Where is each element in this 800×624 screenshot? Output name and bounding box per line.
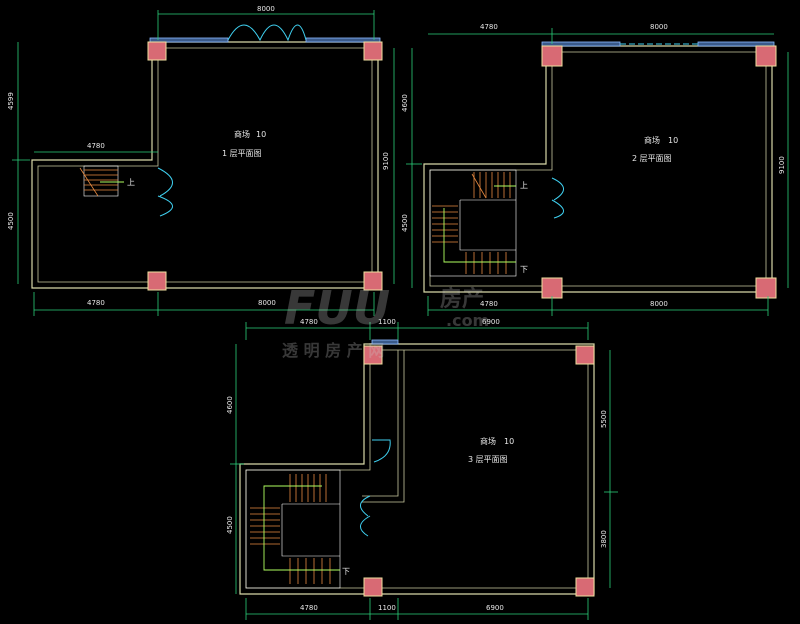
plan-1-dim-right-label: 9100 (382, 152, 390, 170)
plan-2-dim-right-label: 9100 (778, 156, 786, 174)
plan-1-column (147, 41, 167, 61)
plan-1-window-left (149, 37, 229, 43)
plan-3-dim-top-label: 6900 (482, 318, 500, 326)
plan-2-stair-down: 下 (520, 265, 528, 274)
plan-2-inner-wall (429, 51, 767, 287)
plan-2-dim-left-label: 4600 (401, 94, 409, 112)
plan-3-outer-wall (239, 343, 595, 595)
plan-2-window-left (541, 41, 621, 47)
plan-3-dim-top-label: 4780 (300, 318, 318, 326)
plan-2-column (541, 277, 563, 299)
watermark-brand: 房产 (440, 286, 484, 312)
plan-1-stair-label: 上 (127, 178, 135, 187)
plan-1-dim-left-label: 4599 (7, 92, 15, 110)
plan-3-inner-door (372, 439, 391, 463)
plan-3-dim-left-label: 4500 (226, 516, 234, 534)
plan-1-dim-left-label: 4500 (7, 212, 15, 230)
plan-3-inner-wall (245, 349, 589, 589)
plan-3-side-door (360, 495, 371, 537)
plan-1-column (363, 41, 383, 61)
plan-3-room-count: 10 (504, 437, 514, 446)
plan-3-dim-bottom-label: 6900 (486, 604, 504, 612)
plan-3-column (575, 345, 595, 365)
plan-3-column (363, 345, 383, 365)
plan-1-dim-bottom-label: 4780 (87, 299, 105, 307)
plan-3-stair-down: 下 (342, 567, 350, 576)
plan-3-dim-top-label: 1100 (378, 318, 396, 326)
watermark-logo: FUU (284, 281, 390, 335)
plan-2-column (755, 277, 777, 299)
plan-3-partition (362, 350, 405, 503)
watermark-site: 透 明 房 产 网 (282, 341, 384, 360)
plan-3-column (575, 577, 595, 597)
plan-1-inner-wall (37, 47, 373, 283)
plan-1-side-door (157, 167, 173, 217)
plan-2-stair (429, 169, 517, 277)
plan-2-dim-bottom-label: 4780 (480, 300, 498, 308)
plan-2-column (541, 45, 563, 67)
plan-2-column (755, 45, 777, 67)
plan-3-floor-title: 3 层平面图 (468, 455, 508, 464)
plan-2-floor-title: 2 层平面图 (632, 154, 672, 163)
plan-3-dim-bottom-label: 4780 (300, 604, 318, 612)
plan-1-floor-title: 1 层平面图 (222, 149, 262, 158)
plan-2-dim-top-label: 8000 (650, 23, 668, 31)
plan-1: 上 商场 10 1 层平面图 8000 4780 8000 4780 4599 … (7, 5, 395, 316)
watermark: FUU 房产 .com 透 明 房 产 网 (282, 281, 489, 360)
plan-2-dim-top-label: 4780 (480, 23, 498, 31)
plan-1-window-right (305, 37, 381, 43)
plan-2-window-right (697, 41, 775, 47)
plan-3-dim-right-label: 5500 (600, 410, 608, 428)
plan-1-room-name: 商场 (234, 129, 250, 139)
plan-1-column (363, 271, 383, 291)
plan-2-room-count: 10 (668, 136, 678, 145)
plan-1-outer-wall (31, 41, 379, 289)
plan-3-dim-right-label: 3800 (600, 530, 608, 548)
plan-3-dim-bottom-label: 1100 (378, 604, 396, 612)
plan-2-side-door (551, 177, 564, 219)
plan-2-room-name: 商场 (644, 135, 660, 145)
plan-2-dim-left-label: 4500 (401, 214, 409, 232)
plan-1-dim-top-label: 8000 (257, 5, 275, 13)
plan-1-stair (79, 165, 124, 197)
plan-3-window (371, 339, 399, 345)
plan-1-dim-mid-label: 4780 (87, 142, 105, 150)
plan-3-dim-left-label: 4600 (226, 396, 234, 414)
watermark-domain: .com (446, 311, 489, 330)
plan-3-column (363, 577, 383, 597)
plan-2: 上 下 商场 10 2 层平面图 4780 8000 4780 8000 460… (401, 23, 789, 316)
plan-2-outer-wall (423, 45, 773, 293)
plan-1-dim-bottom-label: 8000 (258, 299, 276, 307)
plan-3-room-name: 商场 (480, 436, 496, 446)
plan-3-stair (245, 469, 341, 589)
plan-1-column (147, 271, 167, 291)
plan-3: 下 商场 10 3 层平面图 4780 1100 6900 4780 1100 … (226, 318, 618, 620)
plan-2-stair-up: 上 (520, 181, 528, 190)
plan-1-entrance-door (227, 24, 307, 42)
plan-2-dim-bottom-label: 8000 (650, 300, 668, 308)
plan-1-room-count: 10 (256, 130, 266, 139)
